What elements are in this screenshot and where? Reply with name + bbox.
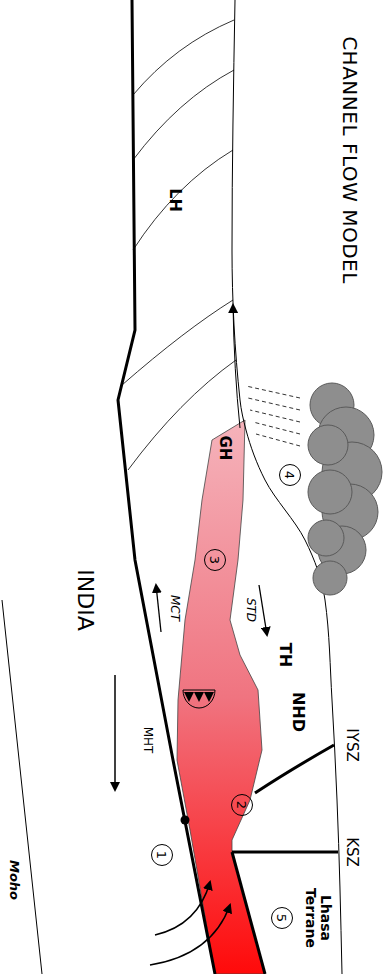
callout-number: 4 [284, 471, 297, 479]
moho-line [2, 600, 42, 974]
extrusion-arrow [233, 305, 240, 428]
terrane-label: Lhasa Terrane [303, 882, 334, 954]
channel-zone [177, 420, 265, 974]
cloud-puff [308, 425, 348, 465]
thrust-sheet [128, 360, 236, 470]
unit-label: GH [217, 436, 234, 461]
terrane-boundary [232, 852, 265, 974]
callout-circle: 5 [271, 907, 293, 929]
callout-circle: 4 [279, 464, 301, 486]
suture-label: IYSZ [344, 728, 361, 761]
shear-arrow [156, 585, 161, 632]
monsoon-cloud [308, 383, 382, 595]
iysz-line [255, 745, 334, 793]
unit-label: NHD [289, 692, 307, 732]
fault-label: MCT [167, 595, 180, 621]
ksz-line [232, 851, 338, 854]
callout-circle: 1 [151, 844, 173, 866]
cloud-puff [308, 470, 352, 514]
callout-number: 3 [209, 556, 222, 564]
melt-arrow [199, 692, 200, 700]
fault-label: MHT [140, 727, 153, 754]
suture-label: KSZ [344, 837, 361, 867]
flow-arrow [155, 882, 210, 935]
rain-line [250, 410, 300, 422]
thrust-sheet [133, 20, 234, 95]
callout-number: 5 [276, 914, 289, 922]
plate-label: INDIA [73, 569, 97, 630]
rain-line [246, 386, 300, 398]
callout-number: 2 [236, 801, 249, 809]
plate-arrow [114, 675, 116, 790]
cloud-puff [313, 561, 347, 595]
cloud-puff [308, 520, 344, 556]
thrust-sheet [122, 300, 233, 385]
thrust-sheet [133, 150, 233, 250]
thrust-sheet [133, 70, 234, 160]
flow-arrow [150, 905, 230, 965]
callout-circle: 2 [231, 794, 253, 816]
rain-line [248, 398, 300, 410]
melt-arrow [189, 692, 190, 700]
melt-symbol [183, 690, 215, 708]
mht-fault [118, 0, 215, 974]
boundary-label: Moho [7, 860, 21, 900]
fault-label: STD [243, 598, 256, 622]
shear-arrow [259, 585, 267, 635]
point-marker [181, 816, 190, 825]
unit-label: TH [276, 643, 294, 667]
unit-label: LH [166, 188, 184, 212]
melt-arrow [209, 692, 210, 700]
rain-line [256, 434, 300, 446]
diagram-title: CHANNEL FLOW MODEL [339, 36, 361, 284]
callout-circle: 3 [204, 549, 226, 571]
callout-number: 1 [156, 851, 169, 859]
rain-line [253, 422, 300, 434]
